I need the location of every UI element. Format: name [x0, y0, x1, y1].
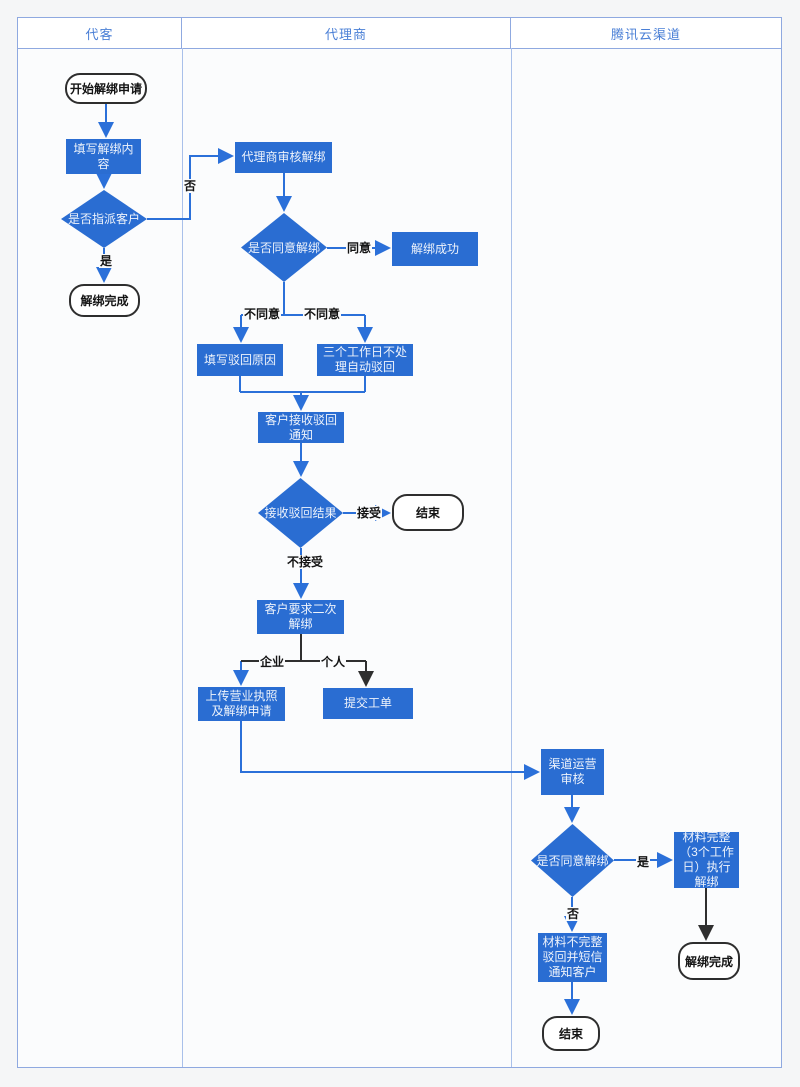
- edge-label-personal: 个人: [319, 655, 347, 669]
- lane-divider-1: [182, 48, 183, 1067]
- edge-label-channel-yes: 是: [635, 855, 651, 869]
- lane-header-reseller: 代理商: [182, 18, 511, 48]
- node-upload-license: 上传营业执照及解绑申请: [198, 687, 285, 721]
- lane-divider-2: [511, 48, 512, 1067]
- node-unbind-success: 解绑成功: [392, 232, 478, 266]
- edge-label-assign-yes: 是: [98, 254, 114, 268]
- edge-label-enterprise: 企业: [258, 655, 286, 669]
- edge-label-not-accept: 不接受: [285, 555, 325, 569]
- node-receive-reject-notice: 客户接收驳回通知: [258, 412, 344, 443]
- swimlane-frame: 代客 代理商 腾讯云渠道: [17, 17, 782, 1068]
- node-unbind-done-agent: 解绑完成: [69, 284, 140, 317]
- node-fill-unbind-content: 填写解绑内容: [66, 139, 141, 174]
- node-end-final: 结束: [542, 1016, 600, 1051]
- edge-label-channel-no: 否: [565, 907, 581, 921]
- node-channel-ops-review: 渠道运营审核: [541, 749, 604, 795]
- node-material-incomplete-reject: 材料不完整驳回并短信通知客户: [538, 933, 607, 982]
- edge-label-disagree-right: 不同意: [302, 307, 342, 321]
- swimlane-header: 代客 代理商 腾讯云渠道: [18, 18, 781, 49]
- edge-label-disagree-left: 不同意: [242, 307, 282, 321]
- node-agent-review: 代理商审核解绑: [235, 142, 332, 173]
- node-auto-reject-3-workdays: 三个工作日不处理自动驳回: [317, 344, 413, 376]
- node-material-complete-execute: 材料完整（3个工作日）执行解绑: [674, 830, 739, 889]
- lane-header-tencent-cloud-channel: 腾讯云渠道: [610, 26, 681, 42]
- edge-label-agree-yes: 同意: [345, 241, 373, 255]
- node-second-unbind-request: 客户要求二次解绑: [257, 600, 344, 634]
- node-submit-ticket: 提交工单: [323, 688, 413, 719]
- node-unbind-done-channel: 解绑完成: [678, 942, 740, 980]
- lane-header-agent-customer: 代客: [18, 18, 182, 48]
- edge-label-accept: 接受: [355, 506, 383, 520]
- edge-label-assign-no: 否: [182, 179, 198, 193]
- node-fill-reject-reason: 填写驳回原因: [197, 344, 283, 376]
- node-end-accept: 结束: [392, 494, 464, 531]
- node-start: 开始解绑申请: [65, 73, 147, 104]
